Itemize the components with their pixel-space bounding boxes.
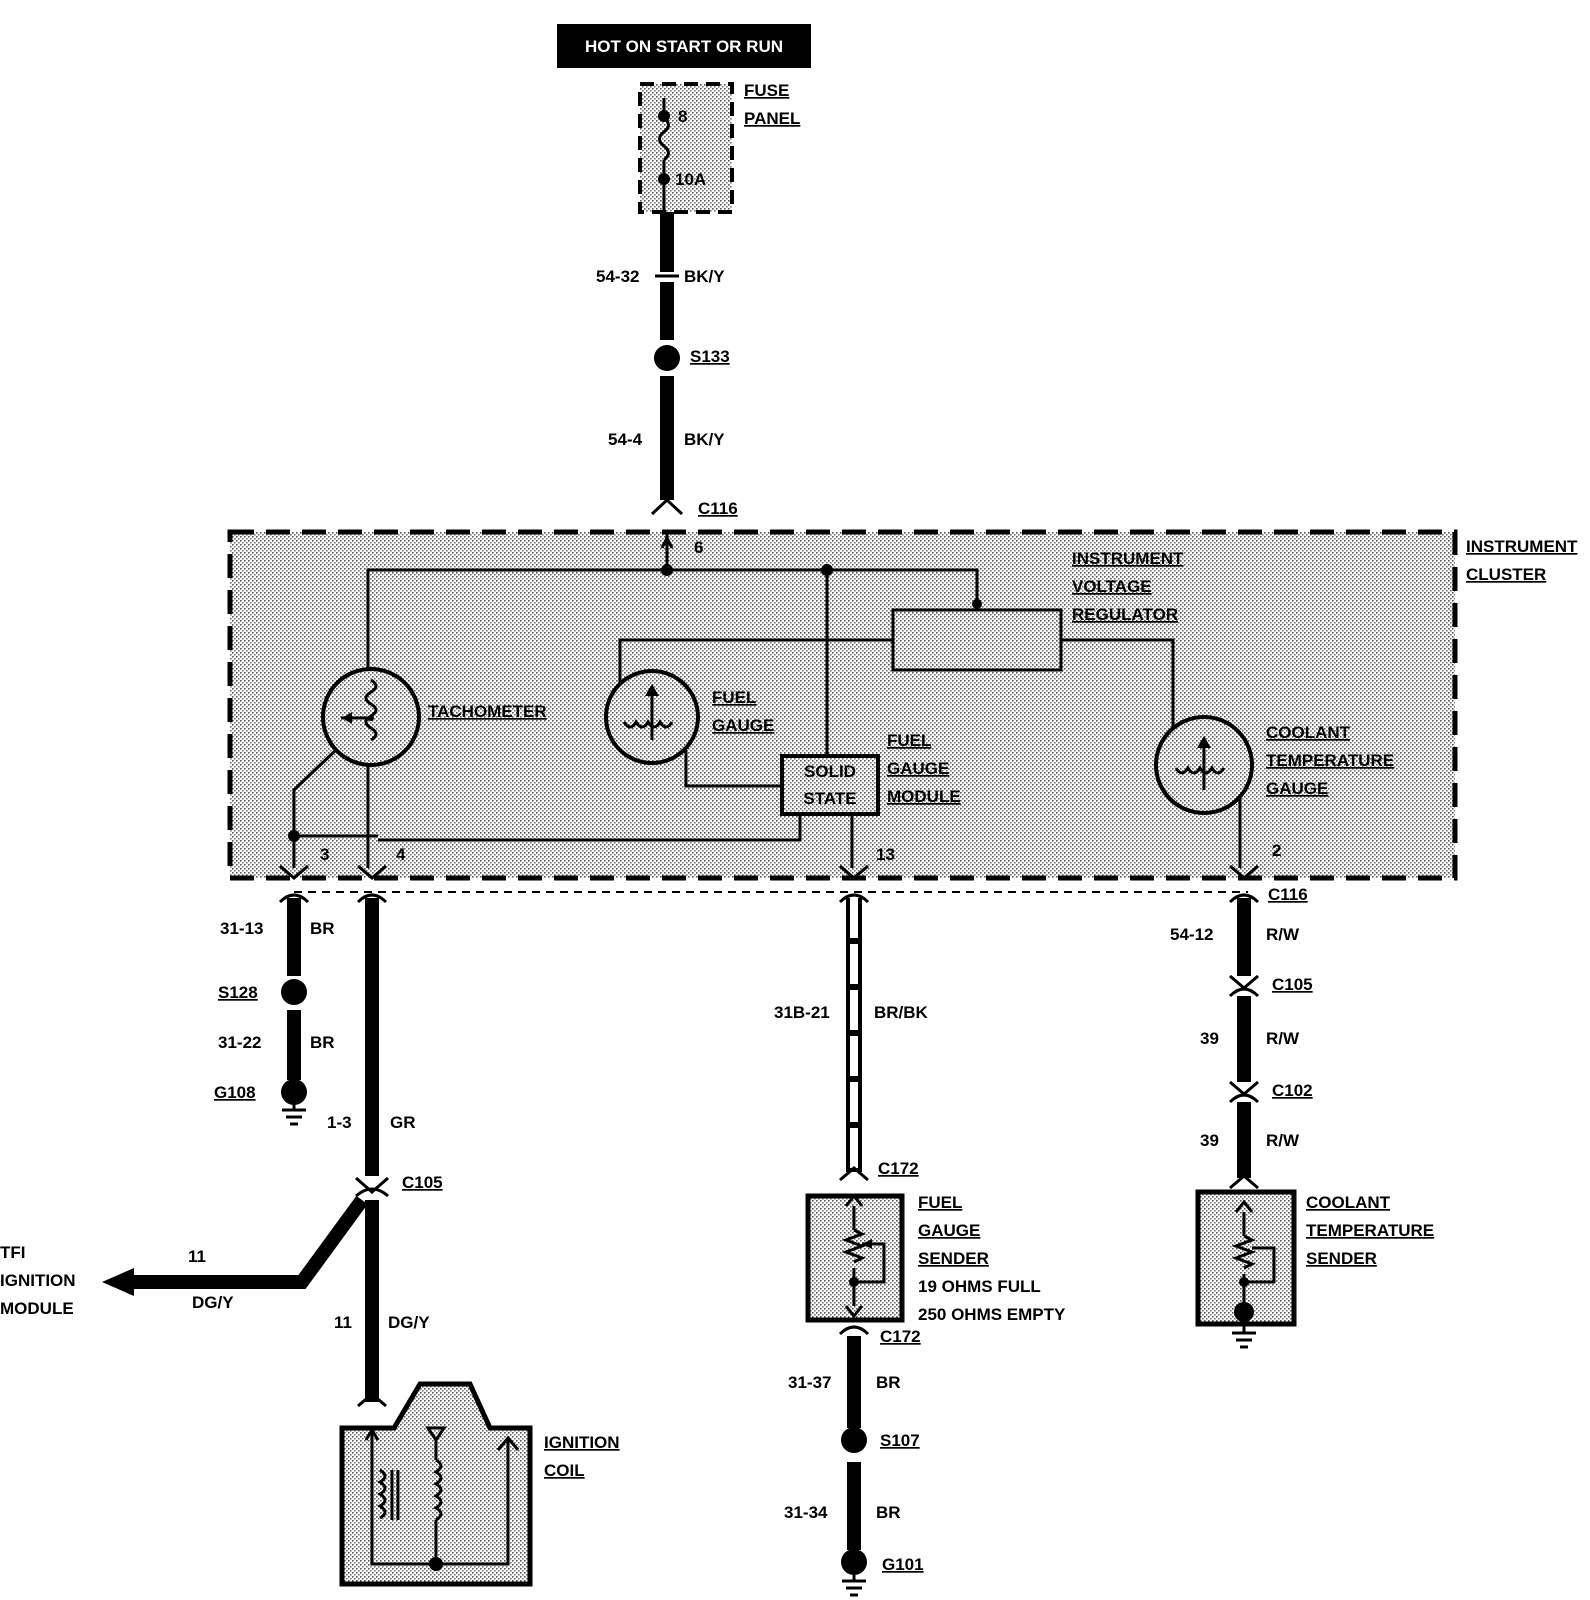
coolant-temperature-sender [1195, 1189, 1297, 1327]
fuel-module-label-1: FUEL [887, 731, 931, 750]
wire-color-31-13: BR [310, 919, 335, 938]
wire-color-39-b: R/W [1266, 1131, 1300, 1150]
wire-label-31b-21: 31B-21 [774, 1003, 830, 1022]
wire-label-31-34: 31-34 [784, 1503, 828, 1522]
fuel-sender-label-3: SENDER [918, 1249, 989, 1268]
solid-state-label-2: STATE [803, 789, 856, 808]
fuel-sender-label-2: GAUGE [918, 1221, 980, 1240]
power-source-label: HOT ON START OR RUN [557, 24, 811, 68]
wire-label-31-22: 31-22 [218, 1033, 261, 1052]
fuel-module-label-3: MODULE [887, 787, 961, 806]
fuse-icon [658, 116, 670, 162]
tachometer-gauge [321, 667, 421, 767]
wire-label-39-b: 39 [1200, 1131, 1219, 1150]
ground-g101-icon [842, 1575, 866, 1597]
fuel-sender-label-4: 19 OHMS FULL [918, 1277, 1041, 1296]
coolant-sender-label-1: COOLANT [1306, 1193, 1391, 1212]
solid-state-module [780, 754, 880, 816]
wire-color-54-32: BK/Y [684, 267, 725, 286]
voltage-regulator [891, 608, 1063, 672]
splice-s107 [841, 1427, 867, 1453]
connector-c116-bottom: C116 [1268, 885, 1308, 904]
coolant-sender-label-2: TEMPERATURE [1306, 1221, 1434, 1240]
fuel-gauge-sender [805, 1193, 905, 1323]
splice-label-s128: S128 [218, 983, 258, 1002]
tachometer-label: TACHOMETER [428, 702, 547, 721]
wire-label-39-a: 39 [1200, 1029, 1219, 1048]
wire-color-31-34: BR [876, 1503, 901, 1522]
pin-3: 3 [320, 845, 329, 864]
connector-c102: C102 [1272, 1081, 1313, 1100]
pin-13: 13 [876, 845, 895, 864]
fuel-gauge-label-2: GAUGE [712, 716, 774, 735]
wire-color-39-a: R/W [1266, 1029, 1300, 1048]
connector-c105-tach: C105 [402, 1173, 443, 1192]
fuel-sender-label-1: FUEL [918, 1193, 962, 1212]
fuse-pin: 8 [678, 107, 687, 126]
coolant-gauge-label-2: TEMPERATURE [1266, 751, 1394, 770]
instrument-cluster-box [227, 529, 1458, 881]
cluster-label-1: INSTRUMENT [1466, 537, 1578, 556]
pin-4: 4 [396, 845, 406, 864]
wire-label-31-37: 31-37 [788, 1373, 831, 1392]
ground-label-g101: G101 [882, 1555, 924, 1574]
wire-color-11-tfi: DG/Y [192, 1293, 234, 1312]
connector-c172-bottom: C172 [880, 1327, 921, 1346]
wire-color-54-4: BK/Y [684, 430, 725, 449]
wire-color-1-3: GR [390, 1113, 416, 1132]
regulator-label-1: INSTRUMENT [1072, 549, 1184, 568]
coolant-gauge-label-3: GAUGE [1266, 779, 1328, 798]
wire-label-11-tfi: 11 [188, 1247, 206, 1266]
fuel-gauge [604, 669, 700, 765]
ignition-coil-label-2: COIL [544, 1461, 585, 1480]
connector-c172-top: C172 [878, 1159, 919, 1178]
tfi-label-2: IGNITION [0, 1271, 76, 1290]
connector-c116-top: C116 [698, 499, 738, 518]
ignition-coil-label-1: IGNITION [544, 1433, 620, 1452]
coolant-ground-icon [1232, 1324, 1256, 1349]
coolant-gauge-label-1: COOLANT [1266, 723, 1351, 742]
connector-c105-coolant: C105 [1272, 975, 1313, 994]
fuse-panel-label-1: FUSE [744, 81, 789, 100]
pin-2: 2 [1272, 841, 1281, 860]
cluster-label-2: CLUSTER [1466, 565, 1546, 584]
wire-label-54-4: 54-4 [608, 430, 643, 449]
fuel-gauge-label-1: FUEL [712, 688, 756, 707]
wire-label-54-32: 54-32 [596, 267, 639, 286]
wire-color-54-12: R/W [1266, 925, 1300, 944]
wire-label-54-12: 54-12 [1170, 925, 1213, 944]
tfi-label-3: MODULE [0, 1299, 74, 1318]
power-source-text: HOT ON START OR RUN [585, 37, 783, 56]
splice-label-s107: S107 [880, 1431, 920, 1450]
wire-color-31b-21: BR/BK [874, 1003, 929, 1022]
fuse-panel-label-2: PANEL [744, 109, 800, 128]
fuse-rating: 10A [675, 170, 706, 189]
wire-11-tfi [132, 1195, 368, 1289]
fuel-module-label-2: GAUGE [887, 759, 949, 778]
splice-s128 [281, 979, 307, 1005]
pin-6: 6 [694, 538, 703, 557]
wire-color-31-37: BR [876, 1373, 901, 1392]
wire-color-11-coil: DG/Y [388, 1313, 430, 1332]
wire-color-31-22: BR [310, 1033, 335, 1052]
regulator-label-3: REGULATOR [1072, 605, 1178, 624]
fuse-panel: 8 10A [638, 82, 734, 214]
splice-label-s133: S133 [690, 347, 730, 366]
fuel-sender-label-5: 250 OHMS EMPTY [918, 1305, 1066, 1324]
tfi-label-1: TFI [0, 1243, 26, 1262]
tfi-arrow-icon [102, 1268, 134, 1296]
wire-label-1-3: 1-3 [327, 1113, 352, 1132]
wire-label-11-coil: 11 [334, 1313, 352, 1332]
ground-g108-icon [282, 1104, 306, 1126]
coolant-sender-label-3: SENDER [1306, 1249, 1377, 1268]
ignition-coil [339, 1381, 533, 1587]
solid-state-label-1: SOLID [804, 762, 856, 781]
splice-s133 [654, 345, 680, 371]
coolant-temperature-gauge [1154, 715, 1254, 815]
wire-label-31-13: 31-13 [220, 919, 263, 938]
regulator-label-2: VOLTAGE [1072, 577, 1152, 596]
ground-label-g108: G108 [214, 1083, 256, 1102]
